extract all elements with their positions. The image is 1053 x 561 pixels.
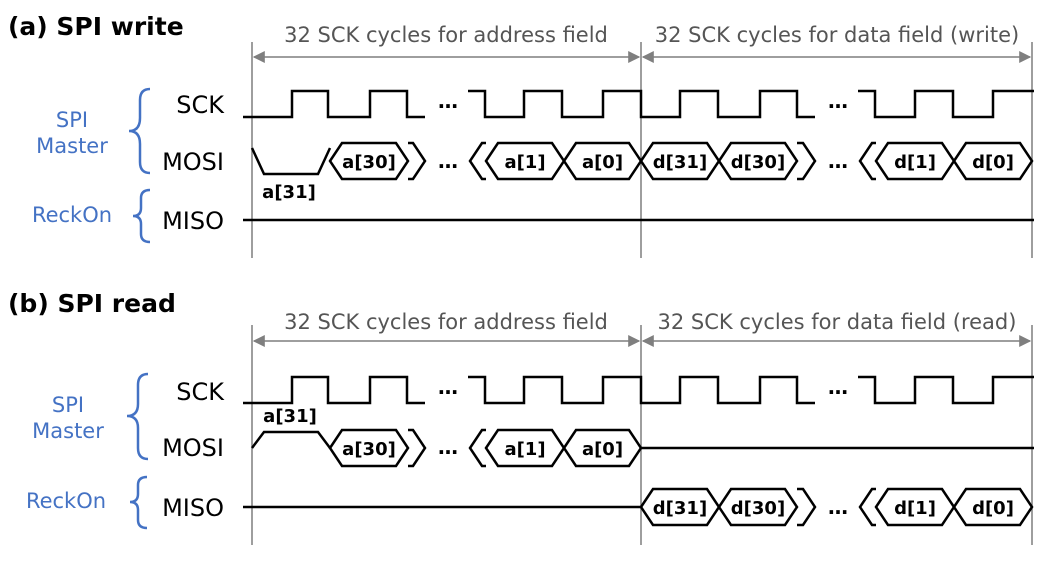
panel-b-reckon-label: ReckOn [26, 489, 106, 513]
panel-b-mosi-seg-tail-1-outline [408, 428, 427, 468]
panel-a-mosi-seg-a30-outline [328, 141, 410, 181]
panel-a-mosi-seg-tail-1-outline [408, 141, 427, 181]
panel-b-miso-seg-d30-outline [717, 487, 799, 527]
panel-b-miso-label: MISO [162, 494, 224, 522]
panel-a-master-label-line1: SPI [56, 108, 88, 132]
panel-a-sck-wave-1 [243, 89, 425, 119]
panel-b-miso-bus: d[31] d[30] d[1] d[0] [639, 487, 1034, 527]
panel-b-title: (b) SPI read [8, 289, 176, 318]
panel-a-mosi-seg-tail-2-outline [797, 141, 817, 181]
panel-b-miso-seg-tail-outline [797, 487, 817, 527]
panel-b-mosi-seg-a30: a[30] [328, 428, 410, 468]
panel-a-mosi-seg-a0-label: a[0] [582, 152, 623, 173]
panel-b-sck-wave-1 [243, 375, 425, 405]
panel-a-mosi-seg-d31-label: d[31] [653, 152, 707, 173]
panel-b-miso-seg-tail [797, 487, 817, 527]
panel-a-mosi-first-bit [250, 147, 332, 176]
panel-b-master-label-line2: Master [32, 419, 104, 443]
panel-a-reckon-label: ReckOn [32, 203, 112, 227]
panel-a-mosi-seg-tail-2 [797, 141, 817, 181]
panel-b-mosi-first-bit-label: a[31] [263, 406, 317, 427]
panel-b-miso-seg-d1-label: d[1] [894, 498, 936, 519]
panel-a-mosi-seg-d30-outline [717, 141, 799, 181]
panel-a-mosi-first-bit-label: a[31] [262, 182, 316, 203]
panel-b-sck-ellipsis-2: … [828, 375, 848, 399]
panel-b-miso-seg-d30: d[30] [717, 487, 799, 527]
panel-b-miso-seg-d31: d[31] [639, 487, 721, 527]
panel-b-mosi-seg-head-1 [468, 428, 486, 468]
panel-a-mosi-seg-d31: d[31] [639, 141, 721, 181]
panel-b-miso-seg-d0-outline [952, 487, 1034, 527]
panel-b-master-brace [126, 372, 149, 461]
panel-a-title: (a) SPI write [8, 12, 184, 41]
panel-b-miso-seg-head-outline [858, 487, 876, 527]
panel-b-data-span-label: 32 SCK cycles for data field (read) [658, 310, 1017, 334]
panel-a-mosi-seg-d30: d[30] [717, 141, 799, 181]
panel-a-mosi-seg-d1-label: d[1] [894, 152, 936, 173]
panel-b-mosi-seg-a0: a[0] [562, 428, 643, 468]
panel-b-mosi-label: MOSI [162, 434, 224, 462]
panel-b-address-span-label: 32 SCK cycles for address field [284, 310, 608, 334]
panel-b: (b) SPI read 32 SCK cycles for address f… [8, 289, 1034, 545]
panel-b-mosi-seg-a1: a[1] [484, 428, 566, 468]
panel-b-miso-ellipsis: … [828, 495, 848, 519]
panel-b-mosi-bus: a[30] a[1] a[0] [328, 428, 643, 468]
panel-a-mosi-seg-head-2-outline [858, 141, 876, 181]
panel-a-mosi-ellipsis-1: … [438, 149, 458, 173]
panel-b-miso-seg-head [858, 487, 876, 527]
panel-a-mosi-bus: a[30] a[1] a[0] d[31] d[30] d[1] d[0] [328, 141, 1034, 181]
panel-a-mosi-seg-d30-label: d[30] [731, 152, 785, 173]
panel-b-mosi-seg-a1-label: a[1] [504, 439, 545, 460]
panel-b-mosi-first-bit [251, 430, 331, 449]
panel-b-miso-seg-d0-label: d[0] [972, 498, 1014, 519]
panel-b-master-label-line1: SPI [52, 393, 84, 417]
panel-a-mosi-seg-tail-1 [408, 141, 427, 181]
panel-b-reckon-brace [129, 475, 148, 530]
panel-a-mosi-seg-head-1 [468, 141, 486, 181]
panel-b-mosi-seg-a0-label: a[0] [582, 439, 623, 460]
panel-a-mosi-seg-a1-label: a[1] [504, 152, 545, 173]
panel-a: (a) SPI write 32 SCK cycles for address … [8, 12, 1034, 258]
panel-b-sck-label: SCK [176, 378, 225, 406]
panel-b-miso-seg-d1: d[1] [874, 487, 956, 527]
panel-a-master-brace [128, 87, 151, 175]
panel-b-mosi-seg-a30-outline [328, 428, 410, 468]
panel-b-mosi-seg-tail-1 [408, 428, 427, 468]
panel-a-mosi-label: MOSI [162, 148, 224, 176]
panel-a-mosi-ellipsis-2: … [828, 149, 848, 173]
panel-b-mosi-seg-head-1-outline [468, 428, 486, 468]
panel-a-sck-ellipsis-2: … [828, 89, 848, 113]
panel-a-mosi-seg-d1: d[1] [874, 141, 956, 181]
panel-a-data-span-label: 32 SCK cycles for data field (write) [655, 23, 1019, 47]
panel-b-sck-wave-2 [468, 375, 815, 405]
panel-a-mosi-seg-head-1-outline [468, 141, 486, 181]
panel-a-mosi-seg-a1: a[1] [484, 141, 566, 181]
panel-a-master-label-line2: Master [36, 134, 108, 158]
panel-a-miso-label: MISO [162, 207, 224, 235]
panel-a-sck-wave-3 [858, 89, 1034, 119]
panel-a-mosi-seg-d0-outline [952, 141, 1034, 181]
panel-a-mosi-seg-a0: a[0] [562, 141, 643, 181]
panel-a-mosi-seg-head-2 [858, 141, 876, 181]
panel-b-miso-seg-d30-label: d[30] [731, 498, 785, 519]
panel-a-sck-ellipsis-1: … [438, 89, 458, 113]
panel-a-address-span-label: 32 SCK cycles for address field [284, 23, 608, 47]
panel-b-sck-ellipsis-1: … [438, 375, 458, 399]
panel-a-reckon-brace [132, 188, 151, 244]
panel-b-mosi-ellipsis: … [438, 435, 458, 459]
panel-a-mosi-seg-a30-label: a[30] [342, 152, 396, 173]
panel-b-sck-wave-3 [858, 375, 1034, 405]
panel-a-mosi-seg-a30: a[30] [328, 141, 410, 181]
panel-a-mosi-seg-d0: d[0] [952, 141, 1034, 181]
panel-b-mosi-seg-a30-label: a[30] [342, 439, 396, 460]
panel-b-miso-seg-d31-label: d[31] [653, 498, 707, 519]
panel-a-mosi-seg-d0-label: d[0] [972, 152, 1014, 173]
panel-b-miso-seg-d0: d[0] [952, 487, 1034, 527]
panel-a-sck-label: SCK [176, 91, 225, 119]
panel-a-sck-wave-2 [468, 89, 815, 119]
